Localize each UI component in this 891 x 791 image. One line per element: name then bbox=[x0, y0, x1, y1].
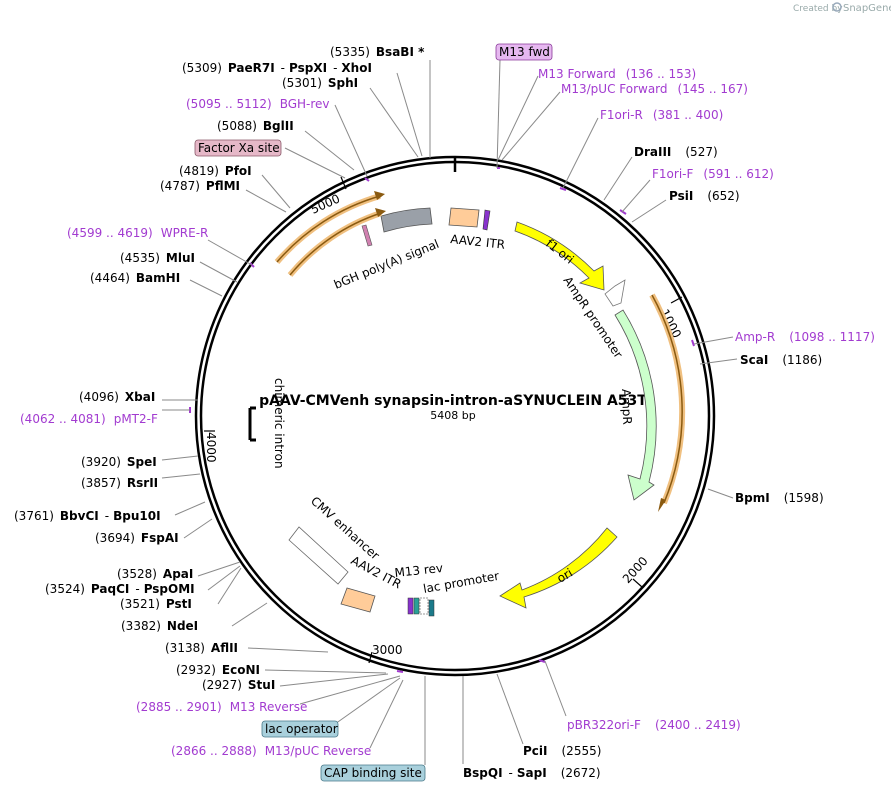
ampr-feature[interactable] bbox=[614, 309, 657, 501]
left-labels: (5335)BsaBI * (5309)PaeR7I-PspXI-XhoI (5… bbox=[14, 45, 425, 758]
paer7i-site[interactable]: (5309)PaeR7I-PspXI-XhoI bbox=[182, 61, 372, 75]
aav2-itr-top-feature[interactable] bbox=[448, 207, 480, 228]
lac-operator-box[interactable] bbox=[261, 720, 339, 738]
psii-site[interactable]: PsiI(652) bbox=[669, 189, 740, 203]
orange-arc-left-outer-line bbox=[276, 195, 381, 263]
aav2-itr-bottom-feature[interactable] bbox=[340, 587, 376, 613]
chimeric-intron-feature[interactable] bbox=[248, 406, 256, 442]
snapgene-logo-icon bbox=[832, 2, 842, 12]
spei-site[interactable]: (3920)SpeI bbox=[81, 455, 157, 469]
m13-puc-forward-primer[interactable]: M13/pUC Forward(145 .. 167) bbox=[561, 82, 748, 96]
bbvci-site[interactable]: (3761)BbvCI-Bpu10I bbox=[14, 509, 161, 523]
psti-site[interactable]: (3521)PstI bbox=[120, 597, 192, 611]
m13-forward-primer[interactable]: M13 Forward(136 .. 153) bbox=[538, 67, 696, 81]
bgh-rev-primer[interactable]: (5095 .. 5112)BGH-rev bbox=[186, 97, 330, 111]
f1ori-r-primer[interactable]: F1ori-R(381 .. 400) bbox=[600, 108, 723, 122]
m13-rev-label: M13 rev bbox=[394, 561, 444, 580]
tick-4000: 4000 bbox=[204, 432, 218, 463]
f1-ori-feature[interactable] bbox=[514, 221, 605, 291]
paqci-site[interactable]: (3524)PaqCI-PspOMI bbox=[45, 582, 195, 596]
aflii-site[interactable]: (3138)AflII bbox=[165, 641, 238, 655]
orange-arc-right-head bbox=[658, 498, 666, 512]
bsabi-site[interactable]: (5335)BsaBI * bbox=[330, 45, 425, 59]
bpmi-site[interactable]: BpmI(1598) bbox=[735, 491, 824, 505]
cmv-enhancer-feature[interactable] bbox=[288, 526, 349, 585]
ori-feature[interactable] bbox=[499, 527, 618, 609]
tick-3000: 3000 bbox=[372, 643, 403, 657]
m13-fwd-feature-mark bbox=[482, 209, 491, 231]
bspqi-site[interactable]: BspQI-SapI(2672) bbox=[463, 766, 601, 780]
ori-label: ori bbox=[555, 566, 576, 586]
orange-arc-left-outer-head bbox=[374, 191, 385, 200]
pfoi-site[interactable]: (4819)PfoI bbox=[179, 164, 252, 178]
pcii-site[interactable]: PciI(2555) bbox=[523, 744, 601, 758]
lac-operator-box-label: lac operator bbox=[265, 722, 338, 736]
cap-binding-box-label: CAP binding site bbox=[324, 766, 422, 780]
m13-reverse-primer[interactable]: (2885 .. 2901)M13 Reverse bbox=[136, 700, 307, 714]
bglii-site[interactable]: (5088)BglII bbox=[217, 119, 294, 133]
snapgene-brand: SnapGene bbox=[843, 3, 891, 14]
cap-binding-feature bbox=[428, 599, 435, 617]
pbr322ori-f-primer[interactable]: pBR322ori-F(2400 .. 2419) bbox=[567, 718, 741, 732]
bgh-polya-feature[interactable] bbox=[380, 207, 433, 233]
scai-site[interactable]: ScaI(1186) bbox=[740, 353, 822, 367]
stui-site[interactable]: (2927)StuI bbox=[202, 678, 275, 692]
pmt2-f-primer[interactable]: (4062 .. 4081)pMT2-F bbox=[20, 412, 158, 426]
factor-xa-box[interactable] bbox=[194, 139, 282, 157]
amp-r-primer[interactable]: Amp-R(1098 .. 1117) bbox=[735, 330, 875, 344]
m13-rev-feature bbox=[407, 597, 414, 615]
lac-promoter-feature[interactable] bbox=[419, 597, 429, 615]
factor-xa-box-label: Factor Xa site bbox=[198, 141, 280, 155]
cap-binding-box[interactable] bbox=[320, 764, 426, 782]
m13-puc-reverse-primer[interactable]: (2866 .. 2888)M13/pUC Reverse bbox=[171, 744, 371, 758]
xbai-site[interactable]: (4096)XbaI bbox=[79, 390, 155, 404]
pflmi-site[interactable]: (4787)PflMI bbox=[160, 179, 240, 193]
chimeric-intron-label: chimeric intron bbox=[272, 378, 286, 469]
sphi-site[interactable]: (5301)SphI bbox=[282, 76, 358, 90]
ampr-promoter-feature[interactable] bbox=[604, 279, 626, 307]
apai-site[interactable]: (3528)ApaI bbox=[117, 567, 193, 581]
econi-site[interactable]: (2932)EcoNI bbox=[176, 663, 260, 677]
wpre-r-primer[interactable]: (4599 .. 4619)WPRE-R bbox=[67, 226, 208, 240]
ndei-site[interactable]: (3382)NdeI bbox=[121, 619, 198, 633]
orange-arc-right-line bbox=[651, 294, 683, 504]
bamhi-site[interactable]: (4464)BamHI bbox=[90, 271, 180, 285]
rsrii-site[interactable]: (3857)RsrII bbox=[81, 476, 158, 490]
leader-lines bbox=[161, 59, 738, 765]
created-by-text: Created by bbox=[793, 4, 843, 14]
mlui-site[interactable]: (4535)MluI bbox=[120, 251, 195, 265]
plasmid-name: pAAV-CMVenh synapsin-intron-aSYNUCLEIN A… bbox=[259, 393, 647, 409]
backbone bbox=[194, 155, 716, 677]
draiii-site[interactable]: DraIII(527) bbox=[634, 145, 718, 159]
m13-fwd-box-label: M13 fwd bbox=[499, 45, 550, 59]
fspai-site[interactable]: (3694)FspAI bbox=[95, 531, 179, 545]
orange-arc-left-inner-line bbox=[289, 212, 382, 276]
ampr-label: AmpR bbox=[619, 389, 634, 425]
right-labels: M13 Forward(136 .. 153) M13/pUC Forward(… bbox=[463, 67, 875, 780]
aav2-itr-top-label: AAV2 ITR bbox=[450, 232, 506, 252]
lac-operator-feature bbox=[413, 597, 420, 615]
bgh-polya-label: bGH poly(A) signal bbox=[332, 237, 441, 292]
m13-fwd-box[interactable] bbox=[495, 43, 553, 61]
factor-xa-feature bbox=[361, 224, 373, 247]
plasmid-length: 5408 bp bbox=[430, 409, 475, 422]
orange-arc-left-inner-head bbox=[375, 208, 386, 217]
f1ori-f-primer[interactable]: F1ori-F(591 .. 612) bbox=[652, 167, 774, 181]
